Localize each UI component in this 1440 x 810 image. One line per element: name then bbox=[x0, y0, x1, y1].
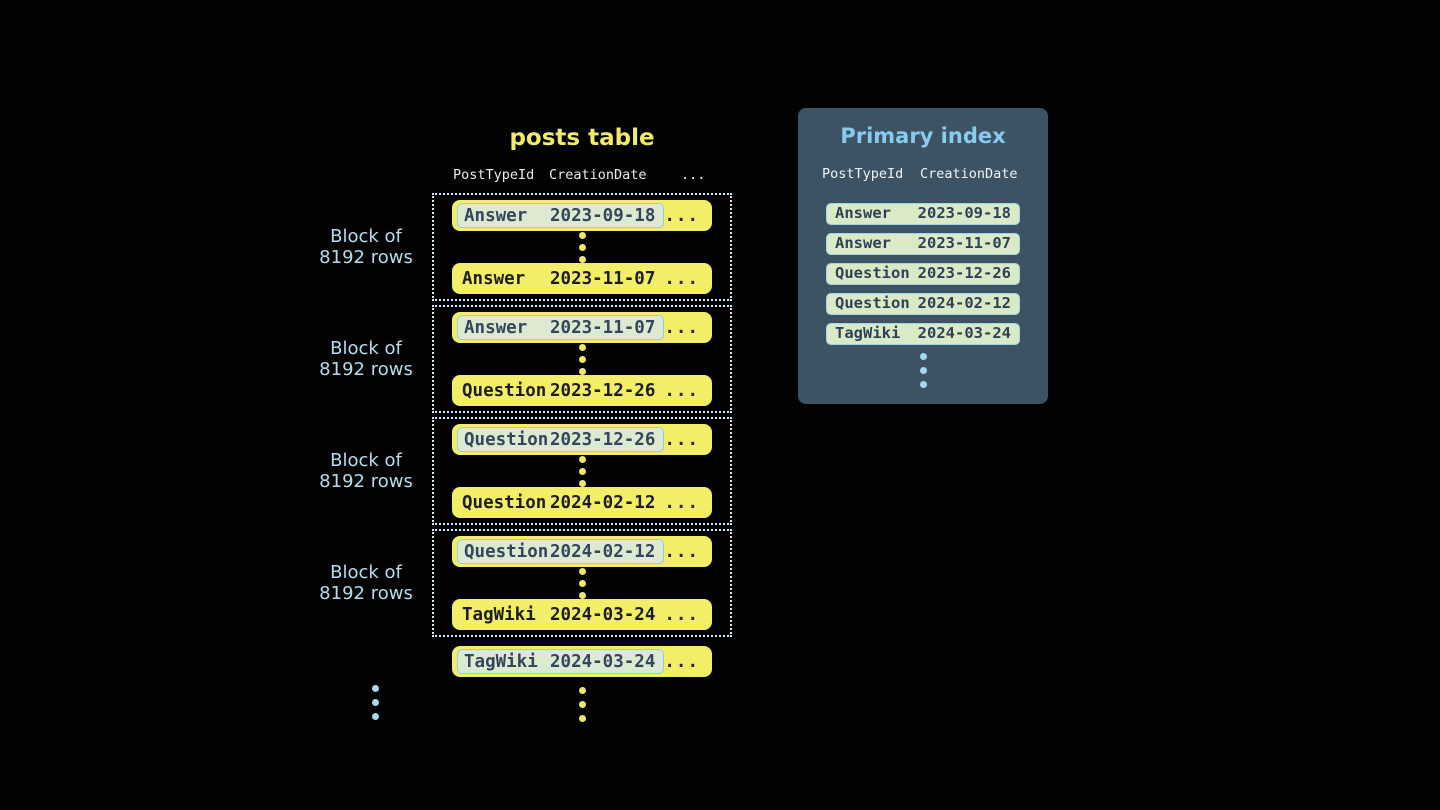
creation-date-cell: 2024-03-24 bbox=[550, 604, 656, 625]
table-row-block1-first: Answer 2023-09-18 ... bbox=[452, 200, 712, 231]
block-3-size-label: Block of 8192 rows bbox=[310, 450, 422, 492]
post-type-cell: TagWiki bbox=[464, 651, 538, 672]
column-header-creationdate: CreationDate bbox=[549, 167, 647, 183]
indexed-row-highlight: Question 2024-02-12 bbox=[457, 539, 665, 564]
creation-date-cell: 2024-02-12 bbox=[550, 492, 656, 513]
block-4-size-label: Block of 8192 rows bbox=[310, 562, 422, 604]
post-type-cell: Question bbox=[835, 264, 910, 283]
more-rows-dots-icon bbox=[434, 455, 730, 487]
creation-date-cell: 2024-02-12 bbox=[917, 294, 1011, 313]
post-type-cell: Answer bbox=[464, 205, 528, 226]
post-type-cell: Answer bbox=[464, 317, 528, 338]
indexed-row-highlight: Question 2023-12-26 bbox=[457, 427, 665, 452]
creation-date-cell: 2023-12-26 bbox=[550, 380, 656, 401]
more-columns-ellipsis: ... bbox=[664, 492, 699, 513]
primary-index-column-headers: PostTypeId CreationDate bbox=[822, 166, 1048, 182]
creation-date-cell: 2023-11-07 bbox=[550, 317, 656, 338]
creation-date-cell: 2023-12-26 bbox=[550, 429, 656, 450]
column-header-more: ... bbox=[681, 167, 706, 183]
more-index-entries-dots-icon bbox=[798, 353, 1048, 388]
indexed-row-highlight: Answer 2023-11-07 bbox=[457, 315, 665, 340]
more-columns-ellipsis: ... bbox=[664, 205, 699, 226]
block-label-line1: Block of bbox=[330, 226, 402, 247]
index-entry: Answer 2023-11-07 bbox=[826, 233, 1020, 255]
block-4: Block of 8192 rows Question 2024-02-12 .… bbox=[319, 529, 732, 637]
more-rows-dots-icon bbox=[434, 343, 730, 375]
creation-date-cell: 2024-03-24 bbox=[550, 651, 656, 672]
block-label-line2: 8192 rows bbox=[319, 583, 413, 604]
indexed-row-highlight: TagWiki 2024-03-24 bbox=[457, 649, 665, 674]
index-entry: Question 2024-02-12 bbox=[826, 293, 1020, 315]
primary-index-entries: Answer 2023-09-18 Answer 2023-11-07 Ques… bbox=[798, 203, 1048, 345]
creation-date-cell: 2023-11-07 bbox=[550, 268, 656, 289]
indexed-row-highlight: Answer 2023-09-18 bbox=[457, 203, 665, 228]
post-type-cell: Answer bbox=[835, 234, 891, 253]
more-rows-dots-icon bbox=[432, 687, 732, 722]
table-row-block1-last: Answer 2023-11-07 ... bbox=[452, 263, 712, 294]
block-3: Block of 8192 rows Question 2023-12-26 .… bbox=[319, 417, 732, 525]
block-label-line1: Block of bbox=[330, 450, 402, 471]
post-type-cell: TagWiki bbox=[835, 324, 901, 343]
table-row-block3-last: Question 2024-02-12 ... bbox=[452, 487, 712, 518]
block-label-line2: 8192 rows bbox=[319, 359, 413, 380]
creation-date-cell: 2023-11-07 bbox=[917, 234, 1011, 253]
posts-table-title: posts table bbox=[509, 125, 655, 151]
more-rows-dots-icon bbox=[434, 231, 730, 263]
more-columns-ellipsis: ... bbox=[664, 604, 699, 625]
column-header-posttypeid: PostTypeId bbox=[822, 166, 904, 182]
creation-date-cell: 2024-03-24 bbox=[917, 324, 1011, 343]
post-type-cell: Question bbox=[462, 380, 547, 401]
creation-date-cell: 2023-09-18 bbox=[550, 205, 656, 226]
more-columns-ellipsis: ... bbox=[664, 317, 699, 338]
more-columns-ellipsis: ... bbox=[664, 651, 699, 672]
post-type-cell: Answer bbox=[835, 204, 891, 223]
column-header-posttypeid: PostTypeId bbox=[453, 167, 535, 183]
more-columns-ellipsis: ... bbox=[664, 429, 699, 450]
post-type-cell: Question bbox=[835, 294, 910, 313]
primary-index-title: Primary index bbox=[840, 124, 1006, 148]
block-label-line2: 8192 rows bbox=[319, 247, 413, 268]
post-type-cell: Question bbox=[464, 429, 549, 450]
more-blocks-dots-icon bbox=[372, 683, 379, 721]
block-label-line1: Block of bbox=[330, 338, 402, 359]
table-row-block2-first: Answer 2023-11-07 ... bbox=[452, 312, 712, 343]
table-row-block3-first: Question 2023-12-26 ... bbox=[452, 424, 712, 455]
column-header-creationdate: CreationDate bbox=[920, 166, 1018, 182]
block-label-line2: 8192 rows bbox=[319, 471, 413, 492]
table-row-next-block-first: TagWiki 2024-03-24 ... bbox=[452, 646, 712, 677]
post-type-cell: Question bbox=[464, 541, 549, 562]
more-columns-ellipsis: ... bbox=[664, 541, 699, 562]
block-2-size-label: Block of 8192 rows bbox=[310, 338, 422, 380]
index-entry: TagWiki 2024-03-24 bbox=[826, 323, 1020, 345]
block-1: Block of 8192 rows Answer 2023-09-18 ...… bbox=[319, 193, 732, 301]
more-columns-ellipsis: ... bbox=[664, 380, 699, 401]
posts-table-column-headers: PostTypeId CreationDate ... bbox=[453, 167, 732, 183]
more-rows-dots-icon bbox=[434, 567, 730, 599]
block-label-line1: Block of bbox=[330, 562, 402, 583]
table-row-block4-last: TagWiki 2024-03-24 ... bbox=[452, 599, 712, 630]
more-columns-ellipsis: ... bbox=[664, 268, 699, 289]
index-entry: Question 2023-12-26 bbox=[826, 263, 1020, 285]
table-row-block2-last: Question 2023-12-26 ... bbox=[452, 375, 712, 406]
posts-table-section: posts table PostTypeId CreationDate ... … bbox=[319, 124, 732, 722]
post-type-cell: Answer bbox=[462, 268, 526, 289]
index-entry: Answer 2023-09-18 bbox=[826, 203, 1020, 225]
post-type-cell: TagWiki bbox=[462, 604, 536, 625]
post-type-cell: Question bbox=[462, 492, 547, 513]
primary-index-panel: Primary index PostTypeId CreationDate An… bbox=[798, 108, 1048, 404]
creation-date-cell: 2023-09-18 bbox=[917, 204, 1011, 223]
creation-date-cell: 2024-02-12 bbox=[550, 541, 656, 562]
block-2: Block of 8192 rows Answer 2023-11-07 ...… bbox=[319, 305, 732, 413]
creation-date-cell: 2023-12-26 bbox=[917, 264, 1011, 283]
posts-table-blocks: Block of 8192 rows Answer 2023-09-18 ...… bbox=[319, 193, 732, 637]
table-row-block4-first: Question 2024-02-12 ... bbox=[452, 536, 712, 567]
block-1-size-label: Block of 8192 rows bbox=[310, 226, 422, 268]
